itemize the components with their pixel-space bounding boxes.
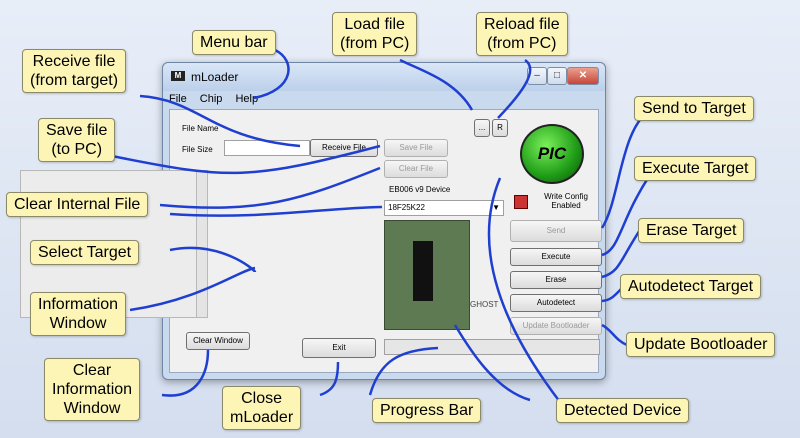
device-board-image [384,220,470,330]
callout-menu-bar: Menu bar [192,30,276,55]
progress-bar [384,339,600,355]
send-button[interactable]: Send [510,220,602,242]
write-config-label: Write Config Enabled [544,192,588,210]
lock-icon[interactable] [514,195,528,209]
clear-window-button[interactable]: Clear Window [186,332,250,350]
callout-send-to-target: Send to Target [634,96,754,121]
pic-status-icon: PIC [520,124,584,184]
callout-autodetect-target: Autodetect Target [620,274,762,299]
ghost-logo: GHOST [470,300,499,309]
file-name-label: File Name [182,124,219,133]
menu-chip[interactable]: Chip [199,93,223,105]
callout-information-window: Information Window [30,292,127,336]
callout-execute-target: Execute Target [634,156,757,181]
chevron-down-icon: ▼ [492,203,500,212]
callout-progress-bar: Progress Bar [372,398,482,423]
callout-close-mloader: Close mLoader [222,386,302,430]
callout-update-bootloader: Update Bootloader [626,332,776,357]
erase-button[interactable]: Erase [510,271,602,289]
execute-button[interactable]: Execute [510,248,602,266]
callout-load-file: Load file (from PC) [332,12,418,56]
target-select[interactable]: 18F25K22 ▼ [384,200,504,216]
reload-file-button[interactable]: R [492,119,508,137]
update-bootloader-button[interactable]: Update Bootloader [510,317,602,335]
menu-help[interactable]: Help [235,93,259,105]
minimize-button[interactable]: – [527,67,547,85]
app-logo-icon: M [171,71,185,81]
callout-erase-target: Erase Target [638,218,745,243]
callout-clear-information-window: Clear Information Window [44,358,141,421]
board-chip-icon [413,241,433,301]
close-window-button[interactable]: ✕ [567,67,599,85]
maximize-button[interactable]: □ [547,67,567,85]
callout-receive-file: Receive file (from target) [22,49,127,93]
load-file-button[interactable]: ... [474,119,490,137]
callout-detected-device: Detected Device [556,398,690,423]
exit-button[interactable]: Exit [302,338,376,358]
target-select-value: 18F25K22 [388,203,425,212]
file-size-label: File Size [182,145,213,154]
callout-save-file: Save file (to PC) [38,118,116,162]
receive-file-button[interactable]: Receive File [310,139,378,157]
callout-reload-file: Reload file (from PC) [476,12,568,56]
menu-bar: File Chip Help [169,93,599,107]
autodetect-button[interactable]: Autodetect [510,294,602,312]
callout-clear-internal-file: Clear Internal File [6,192,149,217]
window-title: mLoader [191,70,239,84]
title-bar[interactable]: M mLoader – □ ✕ [163,63,605,91]
save-file-button[interactable]: Save File [384,139,448,157]
detected-device-label: EB006 v9 Device [389,185,451,194]
clear-file-button[interactable]: Clear File [384,160,448,178]
callout-select-target: Select Target [30,240,140,265]
